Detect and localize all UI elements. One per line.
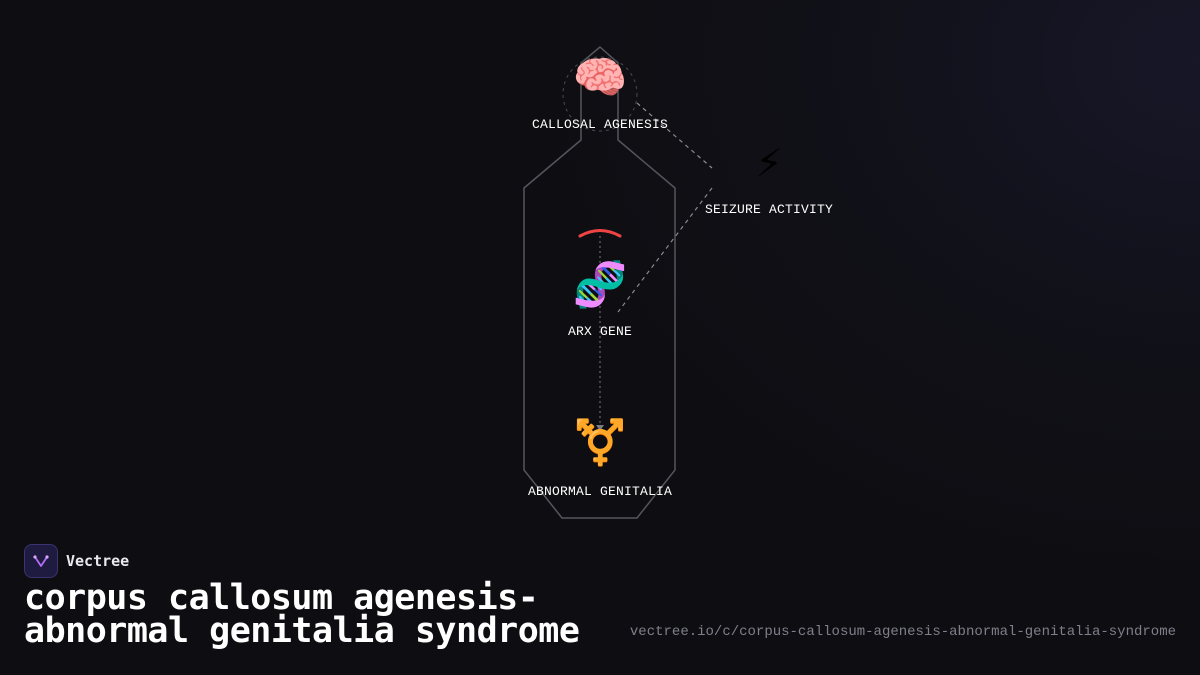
node-halo xyxy=(562,56,638,132)
node-label-callosal-agenesis: CALLOSAL AGENESIS xyxy=(532,117,668,132)
vectree-logo-icon xyxy=(24,544,58,578)
brand: Vectree xyxy=(24,544,129,578)
diagram: 🧠 ⚡ 🧬 ⚧️ CALLOSAL AGENESIS SEIZURE ACTIV… xyxy=(523,46,833,519)
page-url[interactable]: vectree.io/c/corpus-callosum-agenesis-ab… xyxy=(629,624,1176,640)
brain-icon: 🧠 xyxy=(573,53,628,104)
lightning-icon: ⚡ xyxy=(756,137,783,188)
dna-icon: 🧬 xyxy=(573,258,628,311)
transgender-symbol-icon: ⚧️ xyxy=(573,418,628,469)
regulation-arc xyxy=(578,229,622,238)
node-label-seizure-activity: SEIZURE ACTIVITY xyxy=(705,202,833,217)
node-label-abnormal-genitalia: ABNORMAL GENITALIA xyxy=(528,484,672,499)
brand-name: Vectree xyxy=(66,552,130,570)
arrowhead-icon xyxy=(596,425,604,431)
page-title: corpus callosum agenesis-abnormal genita… xyxy=(24,578,580,651)
vial-outline xyxy=(523,46,676,519)
connector-callosal-to-seizure xyxy=(636,102,713,169)
node-label-arx-gene: ARX GENE xyxy=(568,324,632,339)
connector-seizure-to-arx xyxy=(617,187,713,313)
